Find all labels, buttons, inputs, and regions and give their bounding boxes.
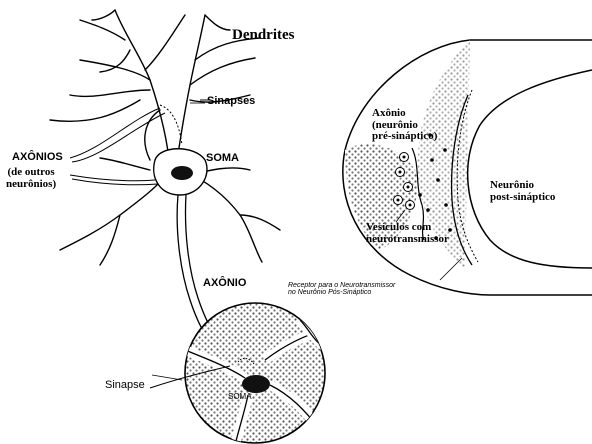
label-axonios-sub-line2: neurônios): [6, 177, 57, 190]
label-axonios: AXÔNIOS: [12, 151, 63, 163]
label-axonios-sub-line1: (de outros: [7, 166, 55, 178]
label-axonio-pre-line1: Axônio: [372, 107, 406, 119]
label-axonio-pre: Axônio (neurônio pré-sináptico): [372, 107, 438, 143]
vesicles: [393, 152, 415, 210]
label-soma-small: SOMA: [228, 392, 252, 401]
label-soma: SOMA: [206, 152, 239, 164]
label-axonios-sub: (de outros neurônios): [6, 166, 57, 190]
label-sinapses: Sinapses: [207, 95, 256, 107]
small-nucleus: [242, 375, 270, 393]
magnified-synapse-circle: [149, 302, 326, 444]
label-sinapse: Sinapse: [105, 379, 145, 391]
nucleus: [171, 166, 193, 180]
label-neuronio-post-line2: post-sináptico: [490, 190, 556, 203]
soma-body: [153, 148, 208, 196]
dendrite-tree: [49, 9, 281, 266]
label-neuronio-post: Neurônio post-sináptico: [490, 179, 556, 203]
label-axonio: AXÔNIO: [203, 277, 247, 289]
label-vesiculos-line1: Vesículos com: [366, 221, 432, 233]
label-vesiculos-line2: neurotransmissor: [366, 232, 449, 245]
label-receptor: Receptor para o Neurotransmissor no Neur…: [288, 282, 395, 297]
label-vesiculos: Vesículos com neurotransmissor: [366, 221, 449, 245]
post-synaptic-neuron: [466, 69, 592, 269]
incoming-axons: [69, 99, 210, 186]
synapse-detail: [342, 39, 592, 296]
label-receptor-line2: no Neurônio Pós-Sináptico: [288, 289, 372, 297]
label-dendrites: Dendrites: [232, 27, 295, 43]
label-neuronio-post-line1: Neurônio: [490, 179, 534, 191]
label-receptor-line1: Receptor para o Neurotransmissor: [288, 282, 396, 289]
label-axonio-pre-line2: (neurônio: [372, 118, 418, 131]
leader-lines: [151, 102, 205, 381]
label-axonio-pre-line3: pré-sináptico): [372, 130, 438, 143]
